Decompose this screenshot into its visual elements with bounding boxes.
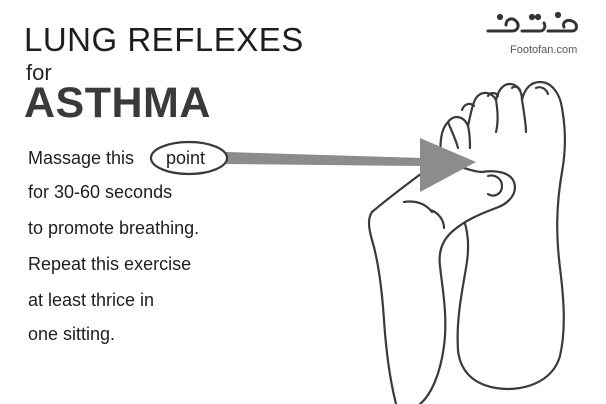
instruction-line-3: to promote breathing. <box>28 218 200 238</box>
point-highlight-oval <box>149 140 229 176</box>
footofan-latin-logo: Footofan.com <box>510 44 578 56</box>
point-word: point <box>166 148 206 168</box>
instruction-line-4: Repeat this exercise <box>28 254 192 274</box>
title-line-asthma: ASTHMA <box>24 79 211 127</box>
instruction-line-2: for 30-60 seconds <box>28 182 173 202</box>
foot-outline <box>439 80 567 390</box>
footofan-arabic-logo <box>486 11 578 33</box>
instruction-line-6: one sitting. <box>28 324 116 344</box>
instruction-line-5: at least thrice in <box>28 290 155 310</box>
instruction-line-1: Massage this <box>28 148 135 168</box>
hand-outline <box>367 164 516 404</box>
title-line-for: for <box>26 60 52 85</box>
pointer-arrow <box>226 138 476 192</box>
title-line-lung-reflexes: LUNG REFLEXES <box>24 21 304 58</box>
